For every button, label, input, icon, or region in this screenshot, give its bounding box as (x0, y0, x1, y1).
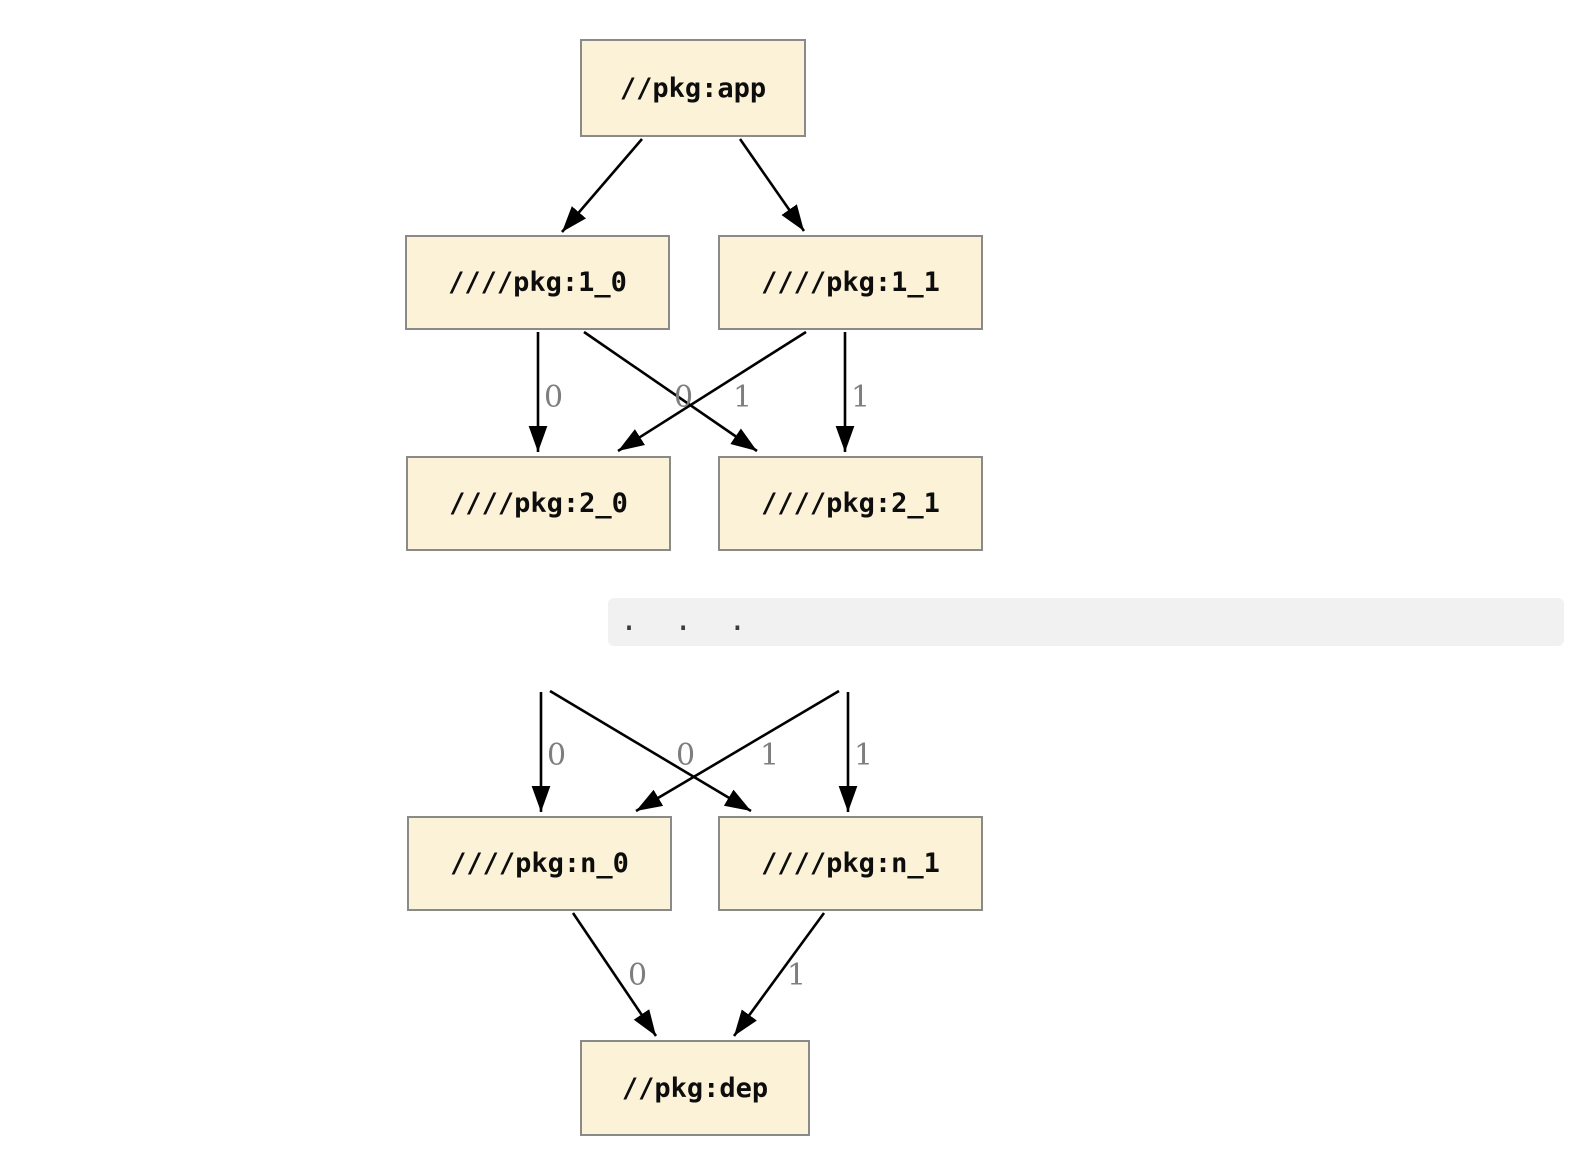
node-pkg-n_0: ////pkg:n_0 (407, 816, 672, 911)
node-pkg-2_1: ////pkg:2_1 (718, 456, 983, 551)
edge-1_1-to-2_0 (617, 330, 807, 453)
edge-app-to-1_0 (561, 138, 643, 233)
edge-hidden-cross-to-n_1 (549, 689, 752, 813)
edge-1_0-to-2_1 (583, 330, 758, 453)
edge-label-n_1-to-dep: 1 (787, 958, 806, 993)
node-pkg-app: //pkg:app (580, 39, 806, 137)
edge-label-hidden-cross-to-n_0: 0 (676, 738, 695, 773)
node-pkg-dep: //pkg:dep (580, 1040, 810, 1136)
node-pkg-n_1: ////pkg:n_1 (718, 816, 983, 911)
edge-n_1-to-dep (732, 912, 826, 1037)
edge-label-hidden-cross-to-n_1: 1 (760, 738, 779, 773)
edge-n_0-to-dep (571, 912, 658, 1037)
edge-label-1_0-to-2_1: 1 (733, 380, 752, 415)
edge-label-hidden-to-n_0: 0 (547, 738, 566, 773)
node-pkg-1_1: ////pkg:1_1 (718, 235, 983, 330)
node-pkg-1_0: ////pkg:1_0 (405, 235, 670, 330)
edge-label-1_0-to-2_0: 0 (544, 380, 563, 415)
edge-label-1_1-to-2_1: 1 (851, 380, 870, 415)
ellipsis-text: . . . (620, 603, 747, 638)
node-pkg-2_0: ////pkg:2_0 (406, 456, 671, 551)
edge-label-hidden-to-n_1: 1 (854, 738, 873, 773)
ellipsis-band: . . . (608, 598, 1564, 646)
edge-label-n_0-to-dep: 0 (628, 958, 647, 993)
edge-hidden-cross-to-n_0 (635, 689, 840, 813)
edge-app-to-1_1 (738, 138, 806, 232)
edge-label-1_1-to-2_0: 0 (674, 380, 693, 415)
